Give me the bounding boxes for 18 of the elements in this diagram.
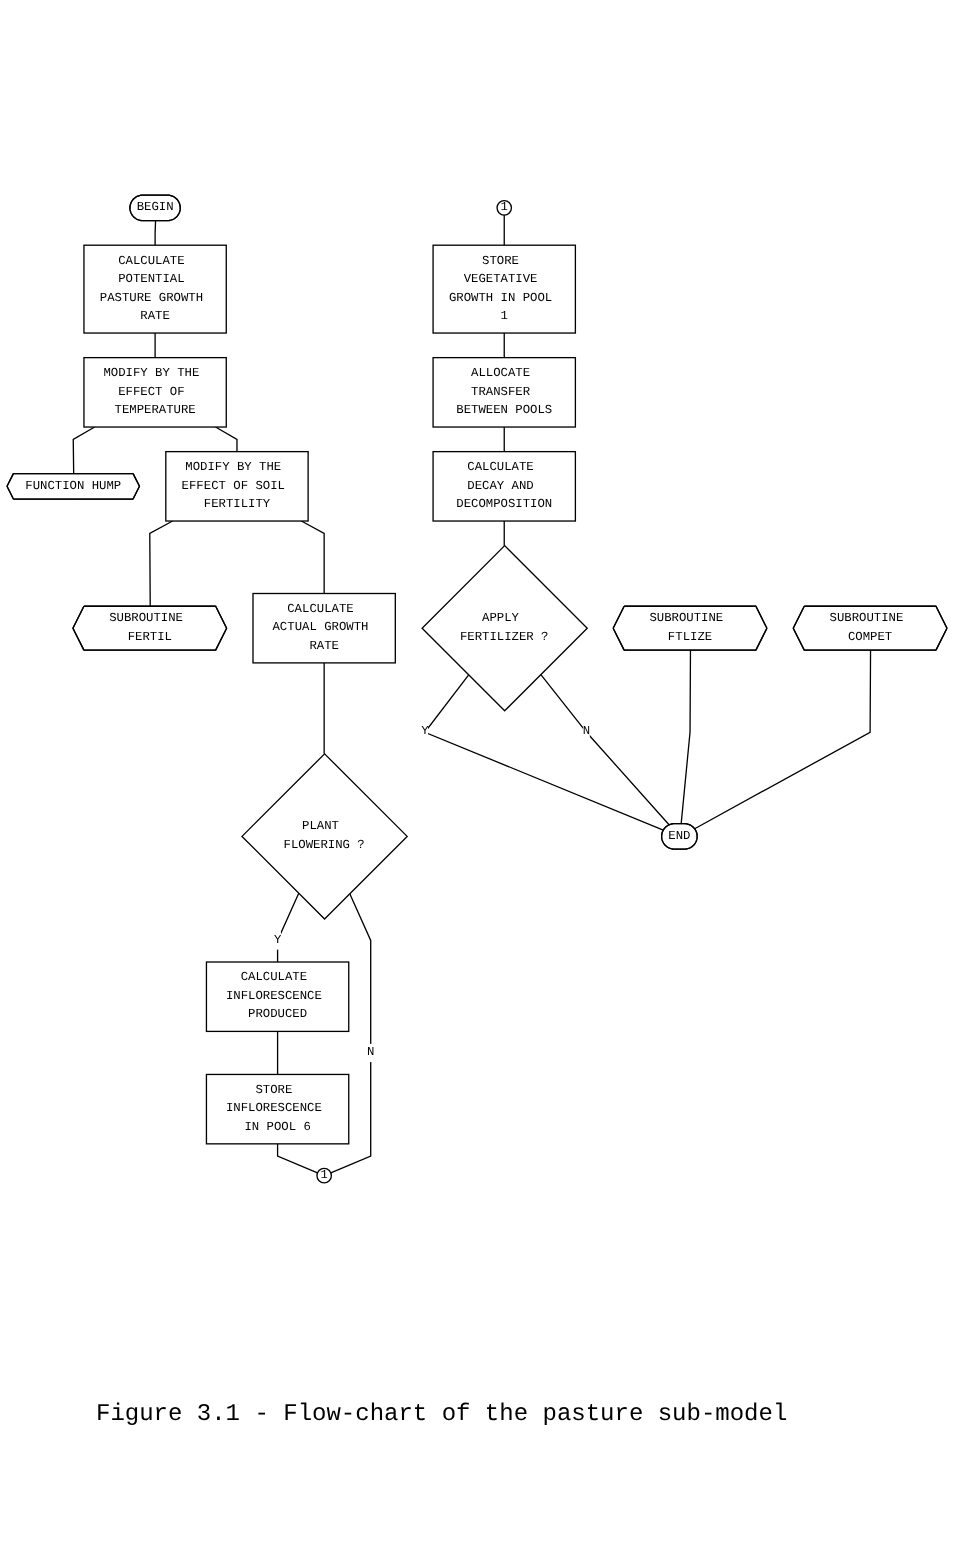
connector (680, 649, 692, 825)
connector (503, 332, 505, 359)
connector (276, 1143, 319, 1174)
connector (323, 662, 325, 755)
connector (540, 673, 671, 826)
connector (276, 1030, 279, 1076)
connector (300, 520, 325, 595)
connector (149, 520, 174, 608)
connector (503, 426, 505, 453)
connector (154, 332, 156, 359)
connector (154, 220, 157, 246)
connector (330, 892, 372, 1174)
connector (503, 520, 505, 547)
connector (503, 214, 505, 246)
connector (214, 426, 238, 453)
caption: Figure 3.1 - Flow-chart of the pasture sub-model (96, 1400, 788, 1428)
connector (423, 674, 665, 831)
connector (694, 649, 872, 830)
